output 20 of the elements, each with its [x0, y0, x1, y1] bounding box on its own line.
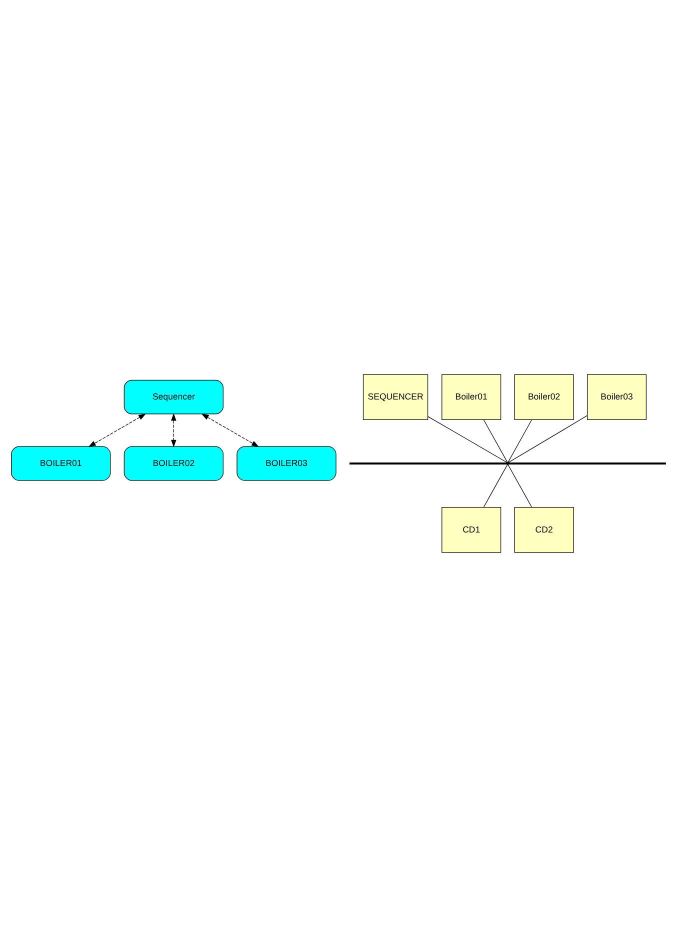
connector: [507, 414, 588, 463]
connector: [428, 416, 508, 463]
node-box: SEQUENCER: [362, 374, 428, 420]
node-box: Boiler02: [514, 374, 574, 420]
connector: [483, 418, 508, 463]
node-bar: [349, 462, 666, 464]
node-box: CD1: [442, 506, 502, 552]
arrow: [201, 413, 260, 447]
node-box: BOILER02: [124, 446, 224, 480]
node-box: BOILER01: [11, 446, 111, 480]
node-box: CD2: [514, 506, 574, 552]
node-box: BOILER03: [236, 446, 336, 480]
arrow: [171, 412, 176, 447]
node-box: Sequencer: [124, 379, 224, 414]
node-box: Boiler03: [587, 374, 647, 420]
arrow: [88, 413, 146, 447]
connector: [483, 463, 508, 508]
connector: [507, 463, 532, 508]
connector: [507, 418, 532, 463]
node-box: Boiler01: [442, 374, 502, 420]
